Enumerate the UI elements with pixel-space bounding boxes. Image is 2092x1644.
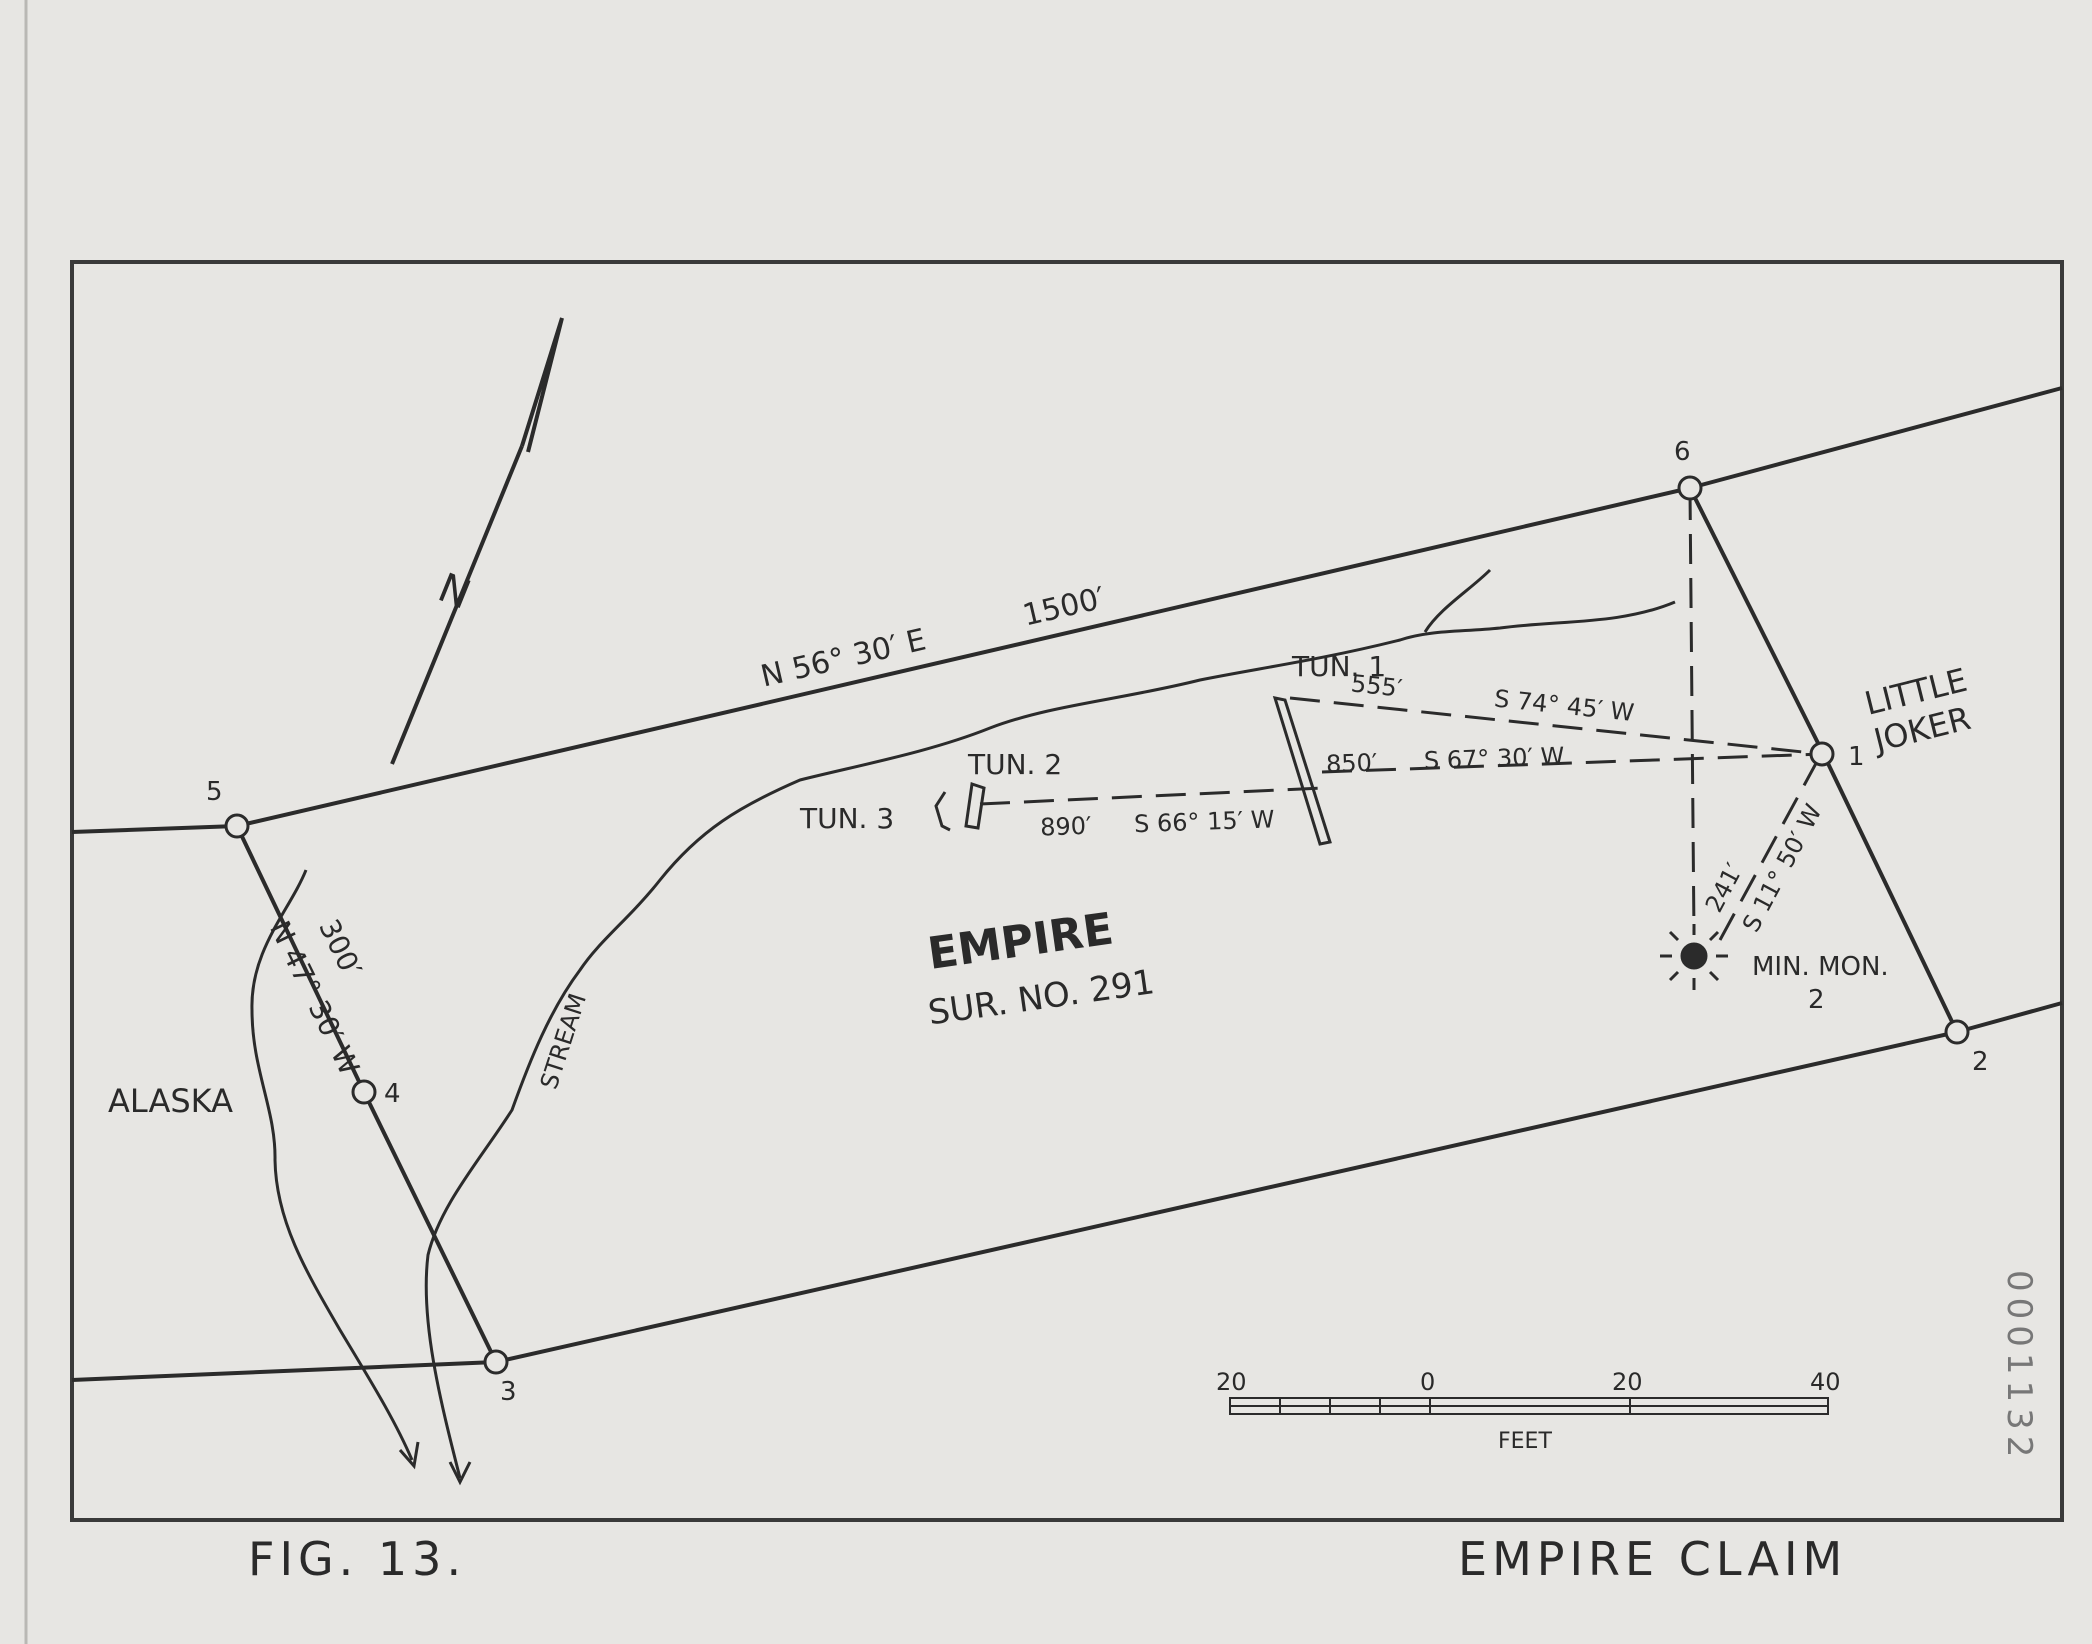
- claim-boundary: [71, 386, 2063, 1382]
- figure-number: FIG. 13.: [248, 1532, 467, 1586]
- tunnel-3-distance: 890′: [1040, 812, 1092, 842]
- stream-lines: [250, 568, 1676, 1486]
- scale-label-3: 20: [1612, 1368, 1643, 1396]
- tunnel-3-bearing: S 66° 15′ W: [1134, 805, 1275, 838]
- corner-label-1: 1: [1848, 742, 1865, 772]
- mineral-monument-icon: [1660, 924, 1728, 990]
- corner-3: [483, 1349, 509, 1375]
- corner-label-6: 6: [1674, 437, 1691, 467]
- claim-name: EMPIRE: [925, 903, 1117, 979]
- north-arrow-icon: [390, 317, 564, 765]
- corner-1: [1809, 741, 1835, 767]
- page-stamp: 0001132: [1999, 1270, 2039, 1463]
- tunnel-2-name: TUN. 2: [967, 748, 1062, 781]
- monument-tie-bearing: S 11° 50′ W: [1737, 800, 1828, 937]
- tunnel-2-distance: 850′: [1326, 749, 1378, 779]
- scale-label-4: 40: [1810, 1368, 1841, 1396]
- scale-label-1: 20: [1216, 1368, 1247, 1396]
- monument-label: MIN. MON.: [1752, 952, 1889, 982]
- corner-label-2: 2: [1972, 1047, 1989, 1077]
- monument-number: 2: [1808, 985, 1825, 1015]
- tunnel-lines: [979, 489, 1823, 941]
- stream-label: STREAM: [535, 990, 592, 1093]
- scale-label-2: 0: [1420, 1368, 1435, 1396]
- tunnel-1-name: TUN. 1: [1291, 650, 1386, 683]
- adjacent-claim-west: ALASKA: [108, 1082, 233, 1120]
- monument-tie-distance: 241′: [1700, 859, 1749, 917]
- corner-4: [351, 1079, 377, 1105]
- adjacent-claim-east: LITTLE JOKER: [1859, 658, 1990, 760]
- corner-6: [1677, 475, 1703, 501]
- map-frame: [70, 260, 2064, 1522]
- corner-2: [1944, 1019, 1970, 1045]
- scale-bar: [1229, 1397, 1829, 1415]
- figure-title: EMPIRE CLAIM: [1458, 1532, 1848, 1586]
- tunnel-2-bearing: S 67° 30′ W: [1424, 742, 1565, 775]
- tunnel-3-name: TUN. 3: [799, 802, 894, 835]
- north-label: N: [432, 565, 477, 619]
- corner-label-5: 5: [206, 777, 223, 807]
- scale-unit: FEET: [1498, 1429, 1552, 1454]
- tunnel-portals: [934, 696, 1332, 846]
- corner-label-3: 3: [500, 1377, 517, 1407]
- corner-5: [224, 813, 250, 839]
- corner-markers: [224, 475, 1970, 1375]
- corner-label-4: 4: [384, 1079, 401, 1109]
- tunnel-1-distance: 555′: [1350, 669, 1404, 702]
